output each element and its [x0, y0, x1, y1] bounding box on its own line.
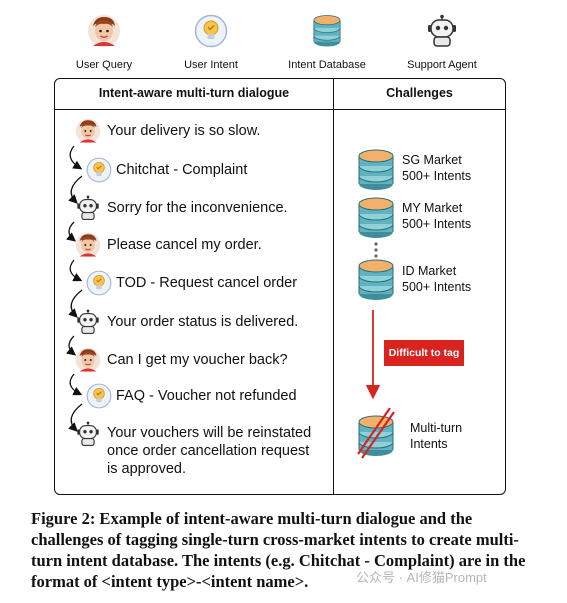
turn-text: Chitchat - Complaint: [116, 162, 248, 178]
difficult-to-tag-label: Difficult to tag: [384, 340, 464, 366]
market-my: MY Market 500+ Intents: [402, 200, 471, 232]
market-name: ID Market: [402, 264, 457, 278]
panel-divider-horizontal: [55, 109, 505, 110]
reply-line: Your vouchers will be reinstated: [107, 425, 312, 441]
multi-turn-intents-label: Multi-turn Intents: [410, 420, 462, 452]
market-name: MY Market: [402, 201, 463, 215]
label-line: Multi-turn: [410, 421, 463, 435]
reply-line: once order cancellation request: [107, 443, 310, 459]
turn-text: TOD - Request cancel order: [116, 275, 298, 291]
legend: User Query User Intent Intent Database S…: [0, 14, 567, 74]
market-count: 500+ Intents: [402, 217, 472, 231]
database-icon: [356, 196, 396, 240]
market-count: 500+ Intents: [402, 280, 472, 294]
figure-panel: [54, 78, 506, 495]
legend-intent-database: Intent Database: [272, 14, 382, 71]
robot-agent-icon: [75, 195, 101, 221]
turn-text: Please cancel my order.: [107, 237, 262, 253]
dialogue-header: Intent-aware multi-turn dialogue: [98, 86, 290, 100]
red-down-arrow: [366, 310, 380, 400]
legend-support-agent: Support Agent: [387, 14, 497, 71]
lightbulb-intent-icon: [86, 383, 112, 409]
reply-line: is approved.: [107, 461, 186, 477]
lightbulb-intent-icon: [86, 270, 112, 296]
figure-caption: Figure 2: Example of intent-aware multi-…: [31, 509, 526, 591]
legend-user-intent: User Intent: [156, 14, 266, 71]
user-avatar-icon: [75, 118, 101, 144]
robot-agent-icon: [75, 309, 101, 335]
challenges-header: Challenges: [386, 86, 453, 100]
user-avatar-icon: [75, 232, 101, 258]
turn-text: Your delivery is so slow.: [107, 123, 261, 139]
legend-user-query: User Query: [49, 14, 159, 71]
turn-text: Sorry for the inconvenience.: [107, 200, 288, 216]
turn-text: FAQ - Voucher not refunded: [116, 388, 297, 404]
market-sg: SG Market 500+ Intents: [402, 152, 471, 184]
robot-agent-icon: [75, 421, 101, 447]
lightbulb-intent-icon: [86, 157, 112, 183]
legend-label: Intent Database: [288, 59, 366, 71]
legend-label: User Intent: [184, 59, 238, 71]
database-icon: [356, 258, 396, 302]
legend-label: Support Agent: [407, 59, 477, 71]
agent-final-reply: Your vouchers will be reinstated once or…: [107, 424, 311, 478]
turn-text: Can I get my voucher back?: [107, 352, 288, 368]
red-strike-mark: [357, 408, 395, 459]
database-icon: [356, 148, 396, 192]
legend-label: User Query: [75, 59, 133, 71]
watermark: 公众号 · AI修猫Prompt: [356, 570, 487, 585]
ellipsis-dots: [374, 242, 378, 258]
market-count: 500+ Intents: [402, 169, 472, 183]
market-id: ID Market 500+ Intents: [402, 263, 471, 295]
user-avatar-icon: [75, 347, 101, 373]
panel-divider-vertical: [333, 78, 334, 495]
turn-text: Your order status is delivered.: [107, 314, 299, 330]
label-line: Intents: [410, 437, 448, 451]
market-name: SG Market: [402, 153, 462, 167]
